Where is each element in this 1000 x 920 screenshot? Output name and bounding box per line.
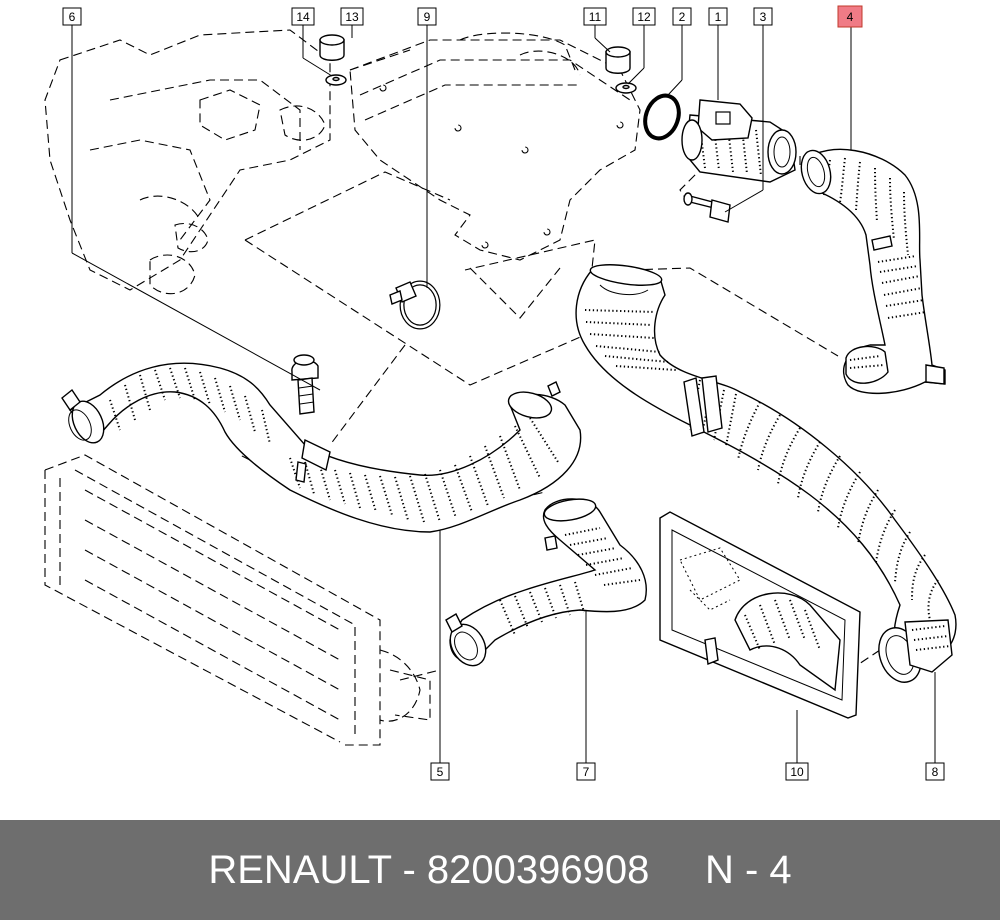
air-flow-meter-1 [681,99,797,183]
callout-13-label: 13 [345,10,359,24]
callout-3-label: 3 [760,10,767,24]
callout-9-label: 9 [424,10,431,24]
grommet-11 [605,46,631,74]
callout-1-label: 1 [715,10,722,24]
parts-diagram: 1 2 3 4 5 6 7 8 9 10 11 12 13 14 [44,5,957,781]
callout-1: 1 [708,7,728,26]
leader-lines [71,25,936,763]
bolt-6 [291,354,319,415]
bolt-3 [683,192,731,223]
callout-10-label: 10 [790,765,804,779]
callout-9: 9 [417,7,437,26]
callout-2-label: 2 [679,10,686,24]
callout-7: 7 [576,762,596,781]
callout-11: 11 [583,7,607,26]
hose-4 [800,148,946,395]
callout-12-label: 12 [637,10,651,24]
part-number-caption: RENAULT - 8200396908 N - 4 [208,848,792,892]
callout-14-label: 14 [296,10,310,24]
callout-5: 5 [430,762,450,781]
footer-bar: RENAULT - 8200396908 N - 4 [0,820,1000,920]
callout-14: 14 [291,7,315,26]
washer-12 [615,82,637,94]
callout-7-label: 7 [583,765,590,779]
callout-2: 2 [672,7,692,26]
callout-11-label: 11 [589,10,602,24]
callout-8-label: 8 [932,765,939,779]
callout-13: 13 [340,7,364,26]
engine-block-outline [44,29,331,295]
hose-5 [61,362,582,533]
o-ring-2 [643,93,681,141]
resonator-duct-10 [659,511,861,719]
intake-manifold-outline [349,32,641,261]
clamp-9 [389,280,441,330]
callout-3: 3 [753,7,773,26]
callout-4: 4 [837,5,863,28]
hose-8 [575,264,957,683]
hose-7 [445,498,647,667]
washer-14 [325,74,347,86]
callout-12: 12 [632,7,656,26]
grommet-13 [319,34,345,61]
callout-6-label: 6 [69,10,76,24]
callout-10: 10 [785,762,809,781]
callout-8: 8 [925,762,945,781]
callout-6: 6 [62,7,82,26]
callout-5-label: 5 [437,765,444,779]
callout-4-label: 4 [847,10,854,24]
intercooler-outline [44,454,431,746]
